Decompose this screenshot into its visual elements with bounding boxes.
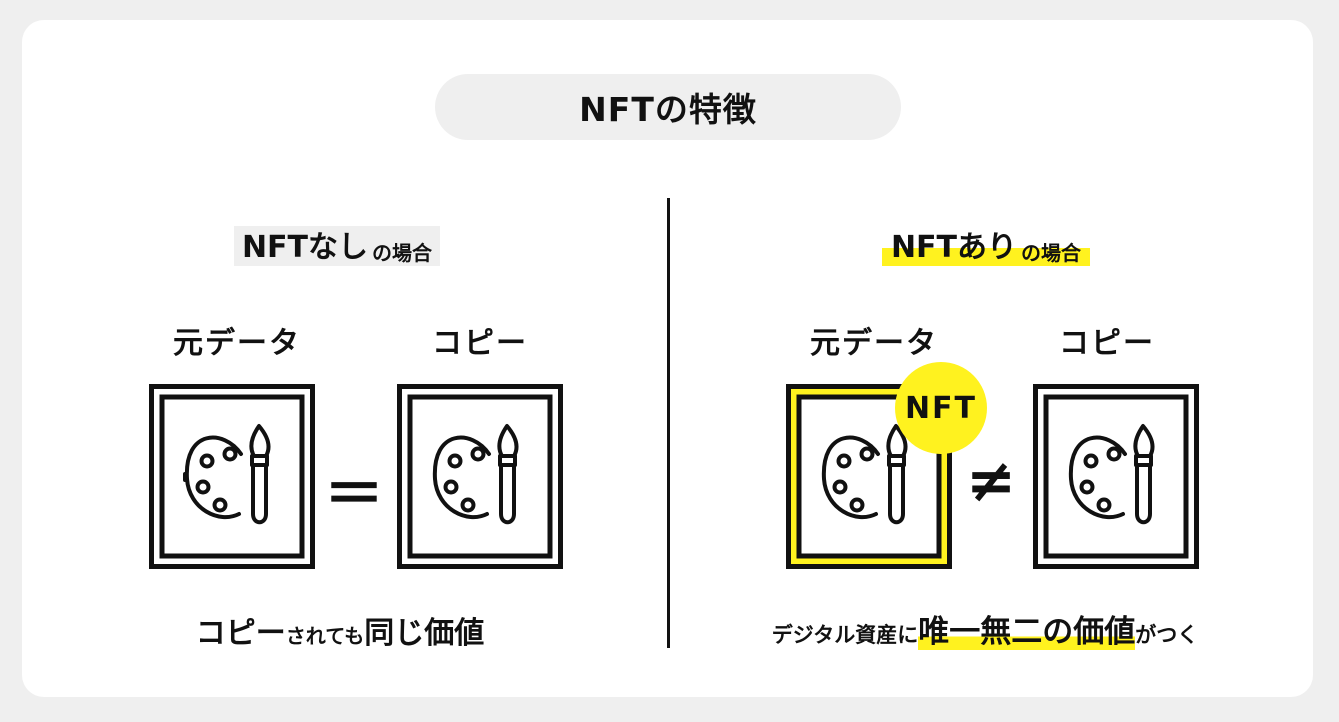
palette-brush-icon: [149, 384, 315, 569]
caption-without-nft-part3: 同じ価値: [364, 616, 485, 651]
not-equal-sign: ≠: [965, 446, 1017, 516]
palette-brush-icon: [786, 384, 952, 569]
page-title: NFTの特徴: [435, 74, 901, 140]
heading-without-nft: NFTなしの場合: [234, 226, 440, 266]
caption-without-nft-part1: コピー: [195, 616, 286, 651]
artwork-frame-copy-left: [397, 384, 563, 569]
palette-brush-icon: [397, 384, 563, 569]
caption-with-nft: デジタル資産に唯一無二の価値がつく: [730, 606, 1240, 651]
artwork-frame-original-right: [786, 384, 952, 569]
label-original-left: 元データ: [173, 326, 301, 361]
heading-without-nft-main: NFTなし: [241, 230, 369, 265]
caption-with-nft-part1: デジタル資産に: [771, 623, 919, 647]
caption-without-nft: コピーされても同じ価値: [120, 608, 560, 652]
heading-with-nft-suffix: の場合: [1021, 241, 1082, 265]
caption-without-nft-part2: されても: [285, 624, 365, 648]
label-copy-right: コピー: [1059, 326, 1155, 361]
center-divider: [667, 198, 670, 648]
heading-with-nft: NFTありの場合: [882, 226, 1090, 266]
artwork-frame-copy-right: [1033, 384, 1199, 569]
caption-with-nft-part3: がつく: [1135, 623, 1199, 647]
label-original-right: 元データ: [810, 326, 938, 361]
heading-without-nft-suffix: の場合: [372, 241, 433, 265]
label-copy-left: コピー: [432, 326, 528, 361]
nft-badge: NFT: [895, 362, 987, 454]
palette-brush-icon: [1033, 384, 1199, 569]
artwork-frame-original-left: [149, 384, 315, 569]
heading-with-nft-main: NFTあり: [890, 230, 1018, 265]
equals-sign: ＝: [324, 460, 384, 530]
caption-with-nft-part2: 唯一無二の価値: [918, 614, 1136, 650]
